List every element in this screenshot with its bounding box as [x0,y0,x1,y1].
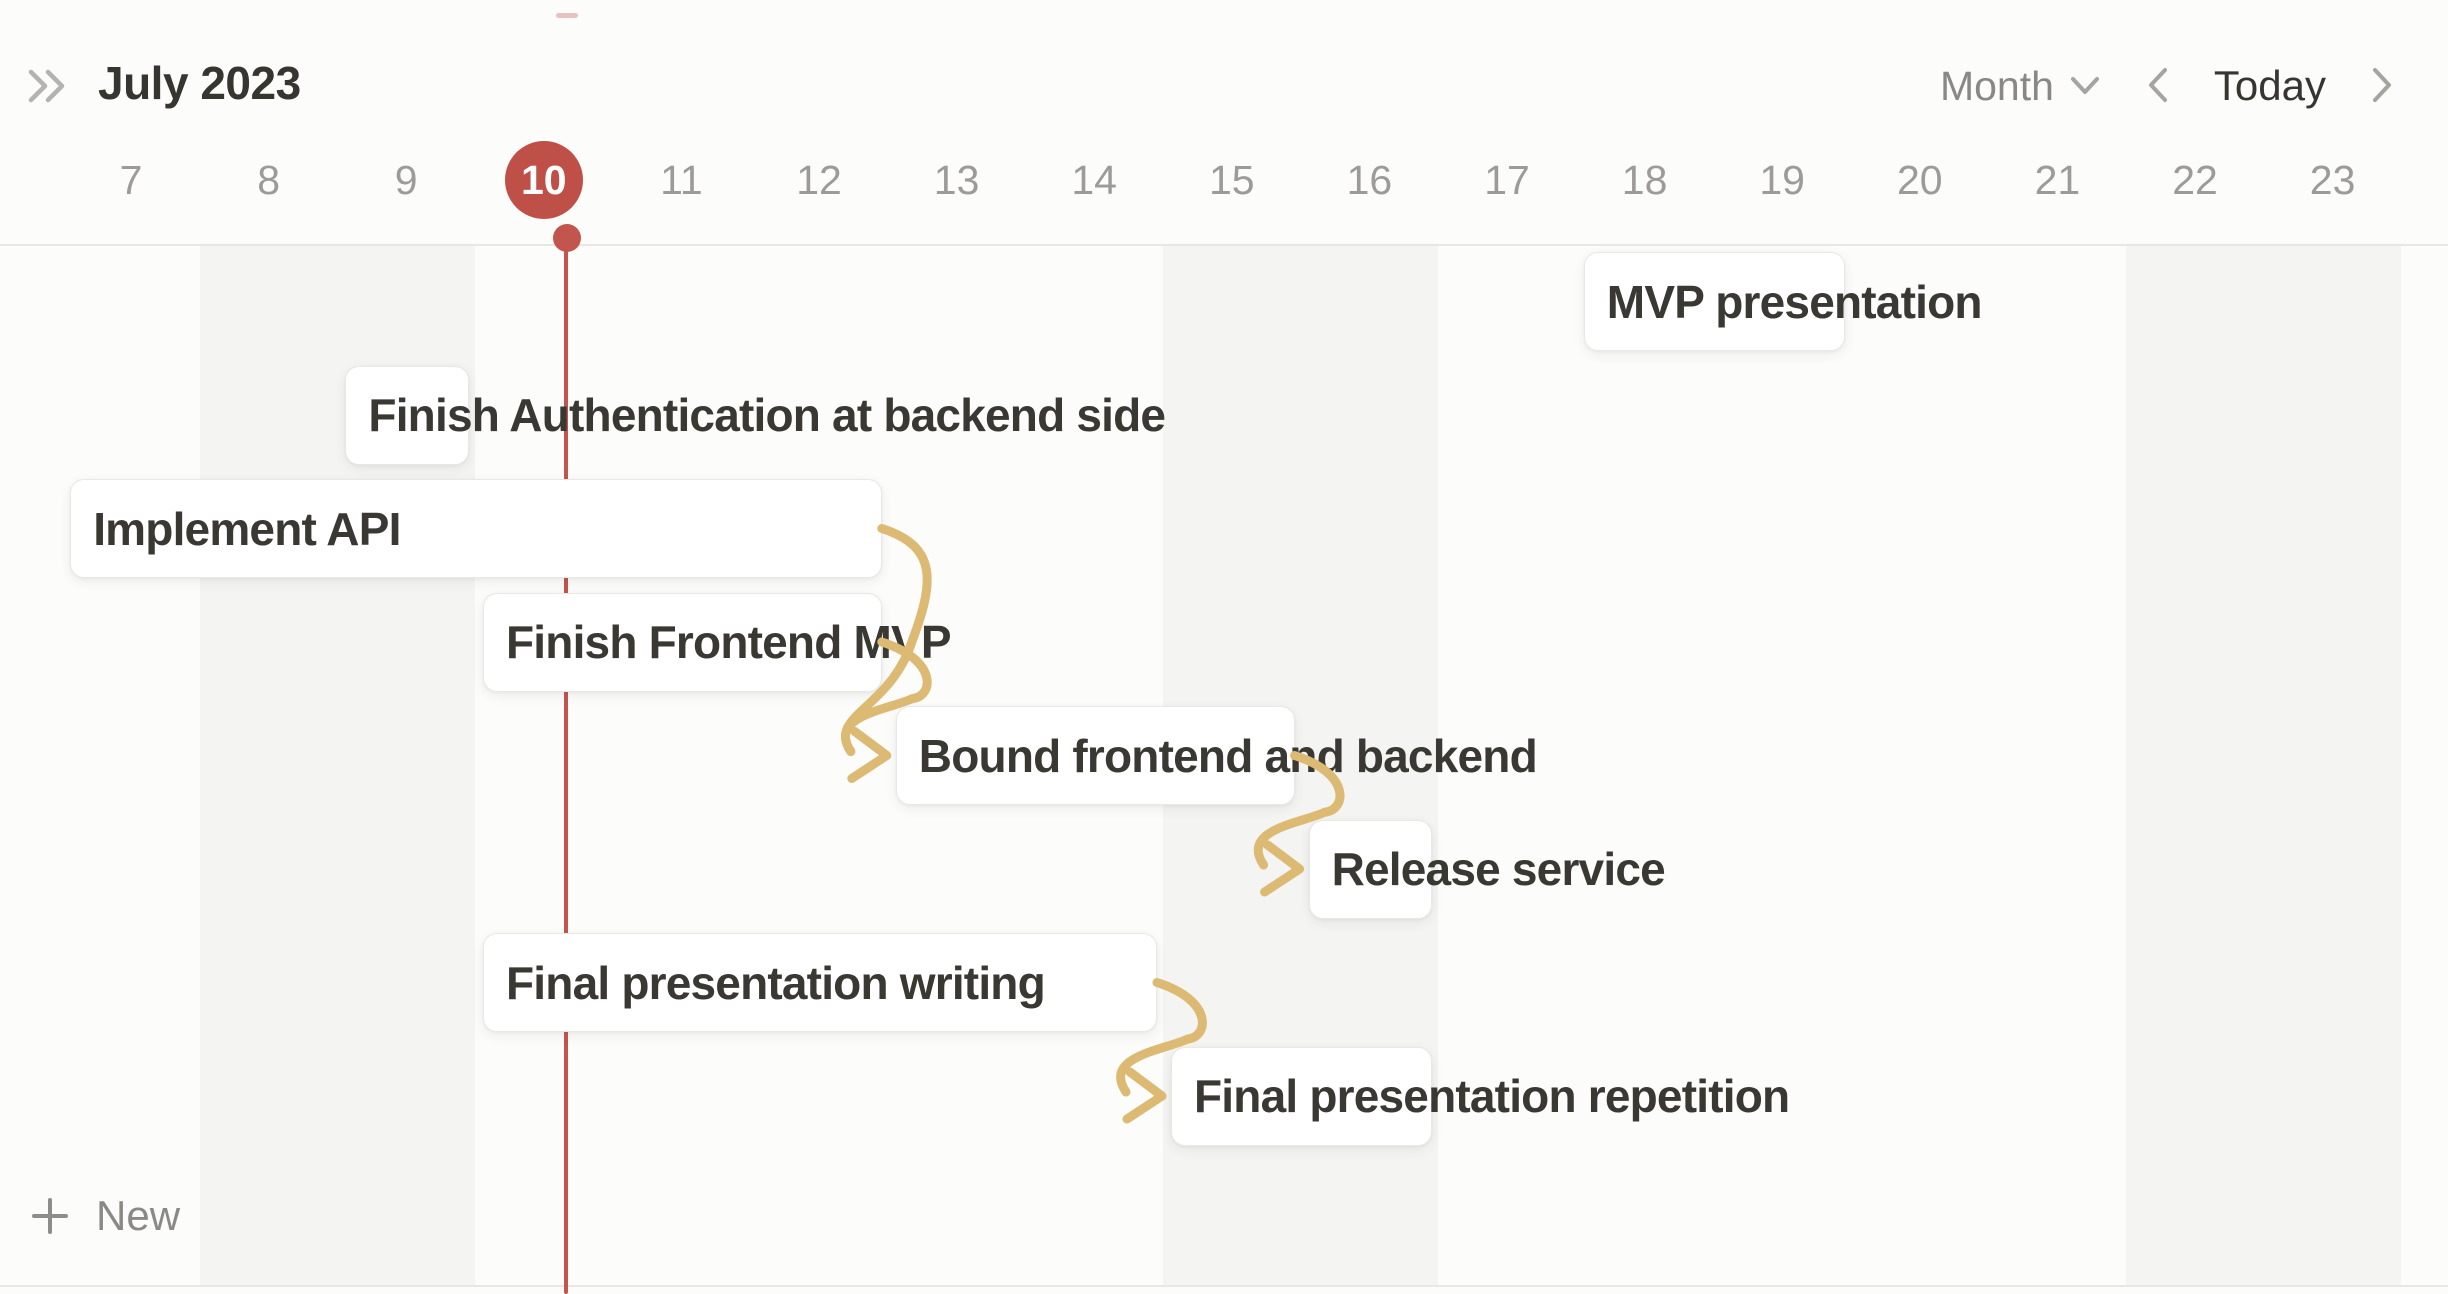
date-label: 15 [1208,157,1255,203]
task-title: MVP presentation [1606,275,1983,328]
new-task-button[interactable]: New [28,1192,180,1240]
task-title: Finish Authentication at backend side [368,389,1166,441]
header-divider [0,244,2448,246]
task-bar[interactable]: Final presentation repetition [1171,1046,1790,1146]
task-bar[interactable]: Release service [1308,819,1666,919]
date-label: 19 [1759,157,1805,203]
view-mode-dropdown[interactable]: Month [1940,63,2102,110]
date-label: 17 [1484,157,1530,203]
task-title: Final presentation writing [506,956,1046,1009]
date-label: 8 [257,157,280,203]
task-title: Finish Frontend MVP [506,616,952,668]
date-label: 12 [796,157,842,203]
prev-button[interactable] [2146,66,2170,107]
today-line [564,236,568,1294]
date-label: 14 [1071,157,1117,203]
date-label: 11 [660,157,703,203]
task-bar[interactable]: Finish Frontend MVP [483,592,952,692]
dependency-arrowhead [1122,1067,1167,1124]
header-controls: Month Today [1940,62,2394,110]
task-title: Bound frontend and backend [918,729,1538,782]
bottom-divider [0,1285,2448,1287]
task-bar[interactable]: Bound frontend and backend [895,706,1538,805]
chevron-right-icon [2373,67,2391,102]
today-line-top-stub [556,13,578,18]
double-chevron-right-icon [28,69,65,103]
next-button[interactable] [2370,66,2394,107]
chevron-left-icon [2148,67,2167,102]
date-label: 22 [2172,157,2218,203]
task-bar[interactable]: MVP presentation [1583,252,1982,351]
task-bar[interactable]: Implement API [70,479,882,578]
task-title: Release service [1331,843,1666,895]
date-label: 13 [933,157,980,203]
dependency-arrowhead [847,727,892,783]
weekend-stripe [2126,246,2402,1285]
date-label: 21 [2034,157,2081,203]
date-label: 18 [1621,157,1668,203]
date-label: 7 [119,157,143,203]
date-today-badge: 10 [504,141,583,219]
chevron-down-icon [2070,77,2099,94]
task-title: Implement API [93,502,401,555]
date-label: 23 [2309,157,2356,203]
view-mode-label: Month [1939,62,2054,109]
date-label: 9 [394,157,418,203]
task-title: Final presentation repetition [1194,1070,1790,1122]
new-task-label: New [96,1192,181,1239]
today-button[interactable]: Today [2213,62,2326,109]
date-label: 20 [1896,157,1943,203]
today-pin-dot [553,224,581,252]
collapse-sidebar-button[interactable] [26,66,68,109]
task-bar[interactable]: Finish Authentication at backend side [345,365,1166,465]
date-label: 16 [1346,157,1393,203]
task-bar[interactable]: Final presentation writing [483,933,1157,1032]
page-title: July 2023 [98,57,301,109]
plus-icon [32,1198,68,1234]
